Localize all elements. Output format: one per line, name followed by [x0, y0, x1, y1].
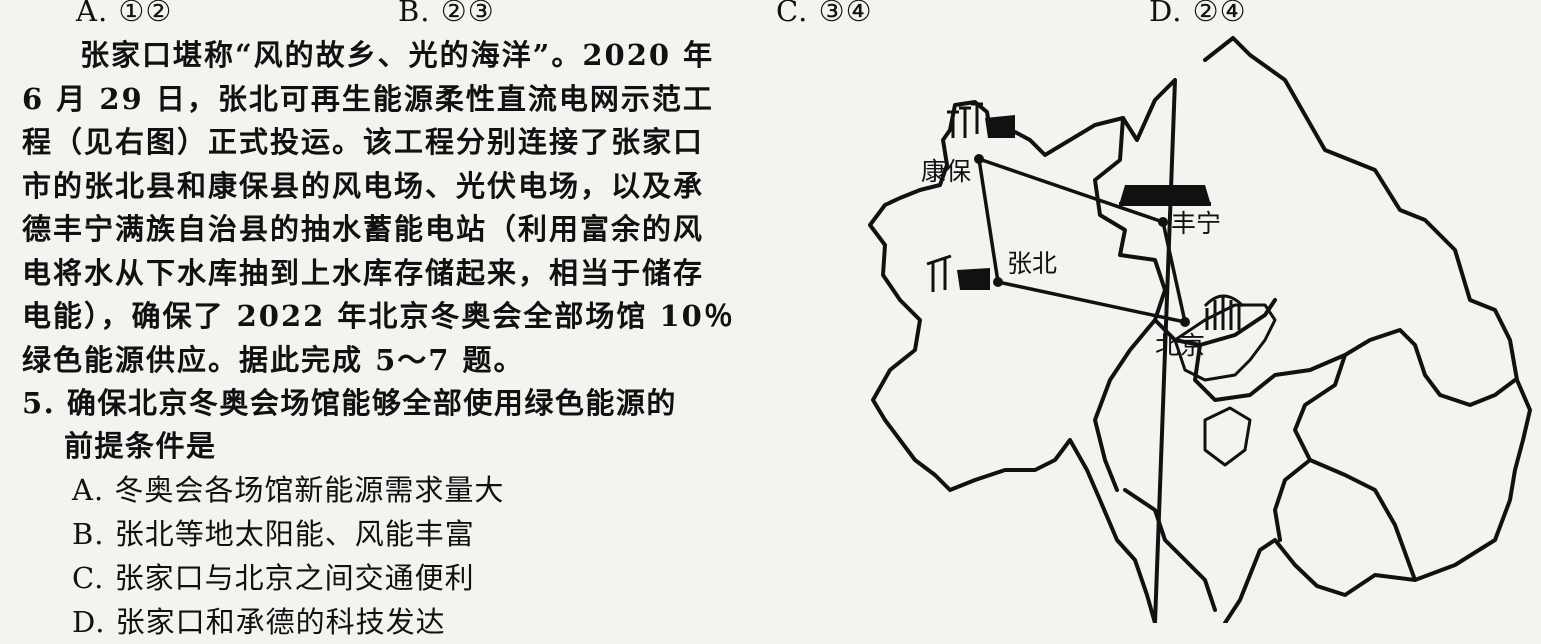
passage-line: 程（见右图）正式投运。该工程分别连接了张家口: [22, 125, 705, 159]
olympic-venue-icon: [1203, 294, 1245, 330]
option-d: D. ②④: [1149, 0, 1247, 28]
inner-boundary: [1193, 328, 1517, 407]
kangbao-point: [974, 154, 984, 164]
passage: 张家口堪称“风的故乡、光的海洋”。2020 年 6 月 29 日，张北可再生能源…: [22, 34, 837, 382]
beijing-point: [1180, 317, 1190, 327]
label-zhangbei: 张北: [1007, 249, 1057, 278]
passage-line: 绿色能源供应。据此完成 5～7 题。: [22, 342, 525, 377]
beijing-boundary: [1173, 303, 1277, 382]
line-fengning-beijing: [1161, 221, 1187, 323]
choice-a[interactable]: A. 冬奥会各场馆新能源需求量大: [72, 473, 505, 507]
map-svg: 康保 丰宁 张北 北京: [868, 36, 1532, 623]
inner-boundary: [1093, 318, 1157, 492]
choice-c[interactable]: C. 张家口与北京之间交通便利: [72, 561, 475, 595]
label-fengning: 丰宁: [1171, 209, 1221, 238]
kangbao-energy-icon: [947, 102, 1015, 138]
station-points: [974, 154, 1190, 327]
previous-question-options: A. ①② B. ②③ C. ③④ D. ②④: [0, 0, 1541, 34]
coastline: [1123, 488, 1217, 612]
passage-line: 电能），确保了 2022 年北京冬奥会全部场馆 10％: [22, 299, 735, 333]
question-5-stem: 5. 确保北京冬奥会场馆能够全部使用绿色能源的 前提条件是: [22, 382, 837, 468]
zhangbei-energy-icon: [926, 254, 990, 292]
text-column: 张家口堪称“风的故乡、光的海洋”。2020 年 6 月 29 日，张北可再生能源…: [22, 34, 837, 644]
option-c: C. ③④: [776, 0, 873, 28]
option-a: A. ①②: [76, 0, 173, 28]
grid-lines: [977, 157, 1187, 324]
passage-line: 6 月 29 日，张北可再生能源柔性直流电网示范工: [22, 81, 714, 116]
passage-line: 市的张北县和康保县的风电场、光伏电场，以及承: [22, 168, 705, 203]
outer-boundary: [868, 36, 1532, 623]
pumped-storage-icon: [1119, 185, 1211, 206]
passage-line: 德丰宁满族自治县的抽水蓄能电站（利用富余的风: [22, 212, 705, 246]
inner-boundary: [1273, 458, 1312, 542]
line-kangbao-zhangbei: [977, 158, 1000, 283]
zhangbei-point: [993, 277, 1003, 287]
passage-line: 电将水从下水库抽到上水库存储起来，相当于储存: [22, 255, 705, 290]
question-stem-line-2: 前提条件是: [64, 429, 217, 463]
inner-boundary: [1293, 353, 1417, 582]
grid-map-figure: 康保 丰宁 张北 北京: [855, 20, 1541, 623]
choice-d[interactable]: D. 张家口和承德的科技发达: [72, 605, 446, 639]
enclave-boundary: [1203, 406, 1252, 467]
passage-line: 张家口堪称“风的故乡、光的海洋”。2020 年: [80, 38, 715, 72]
choice-b[interactable]: B. 张北等地太阳能、风能丰富: [72, 517, 475, 551]
label-kangbao: 康保: [921, 157, 971, 186]
line-kangbao-fengning: [978, 157, 1164, 224]
line-zhangbei-beijing: [997, 280, 1186, 324]
inner-boundary: [1093, 116, 1277, 347]
fengning-point: [1158, 217, 1168, 227]
question-stem-line-1: 5. 确保北京冬奥会场馆能够全部使用绿色能源的: [22, 386, 677, 420]
question-5-choices: A. 冬奥会各场馆新能源需求量大 B. 张北等地太阳能、风能丰富 C. 张家口与…: [22, 468, 837, 644]
label-beijing: 北京: [1155, 331, 1205, 360]
option-b: B. ②③: [398, 0, 495, 28]
